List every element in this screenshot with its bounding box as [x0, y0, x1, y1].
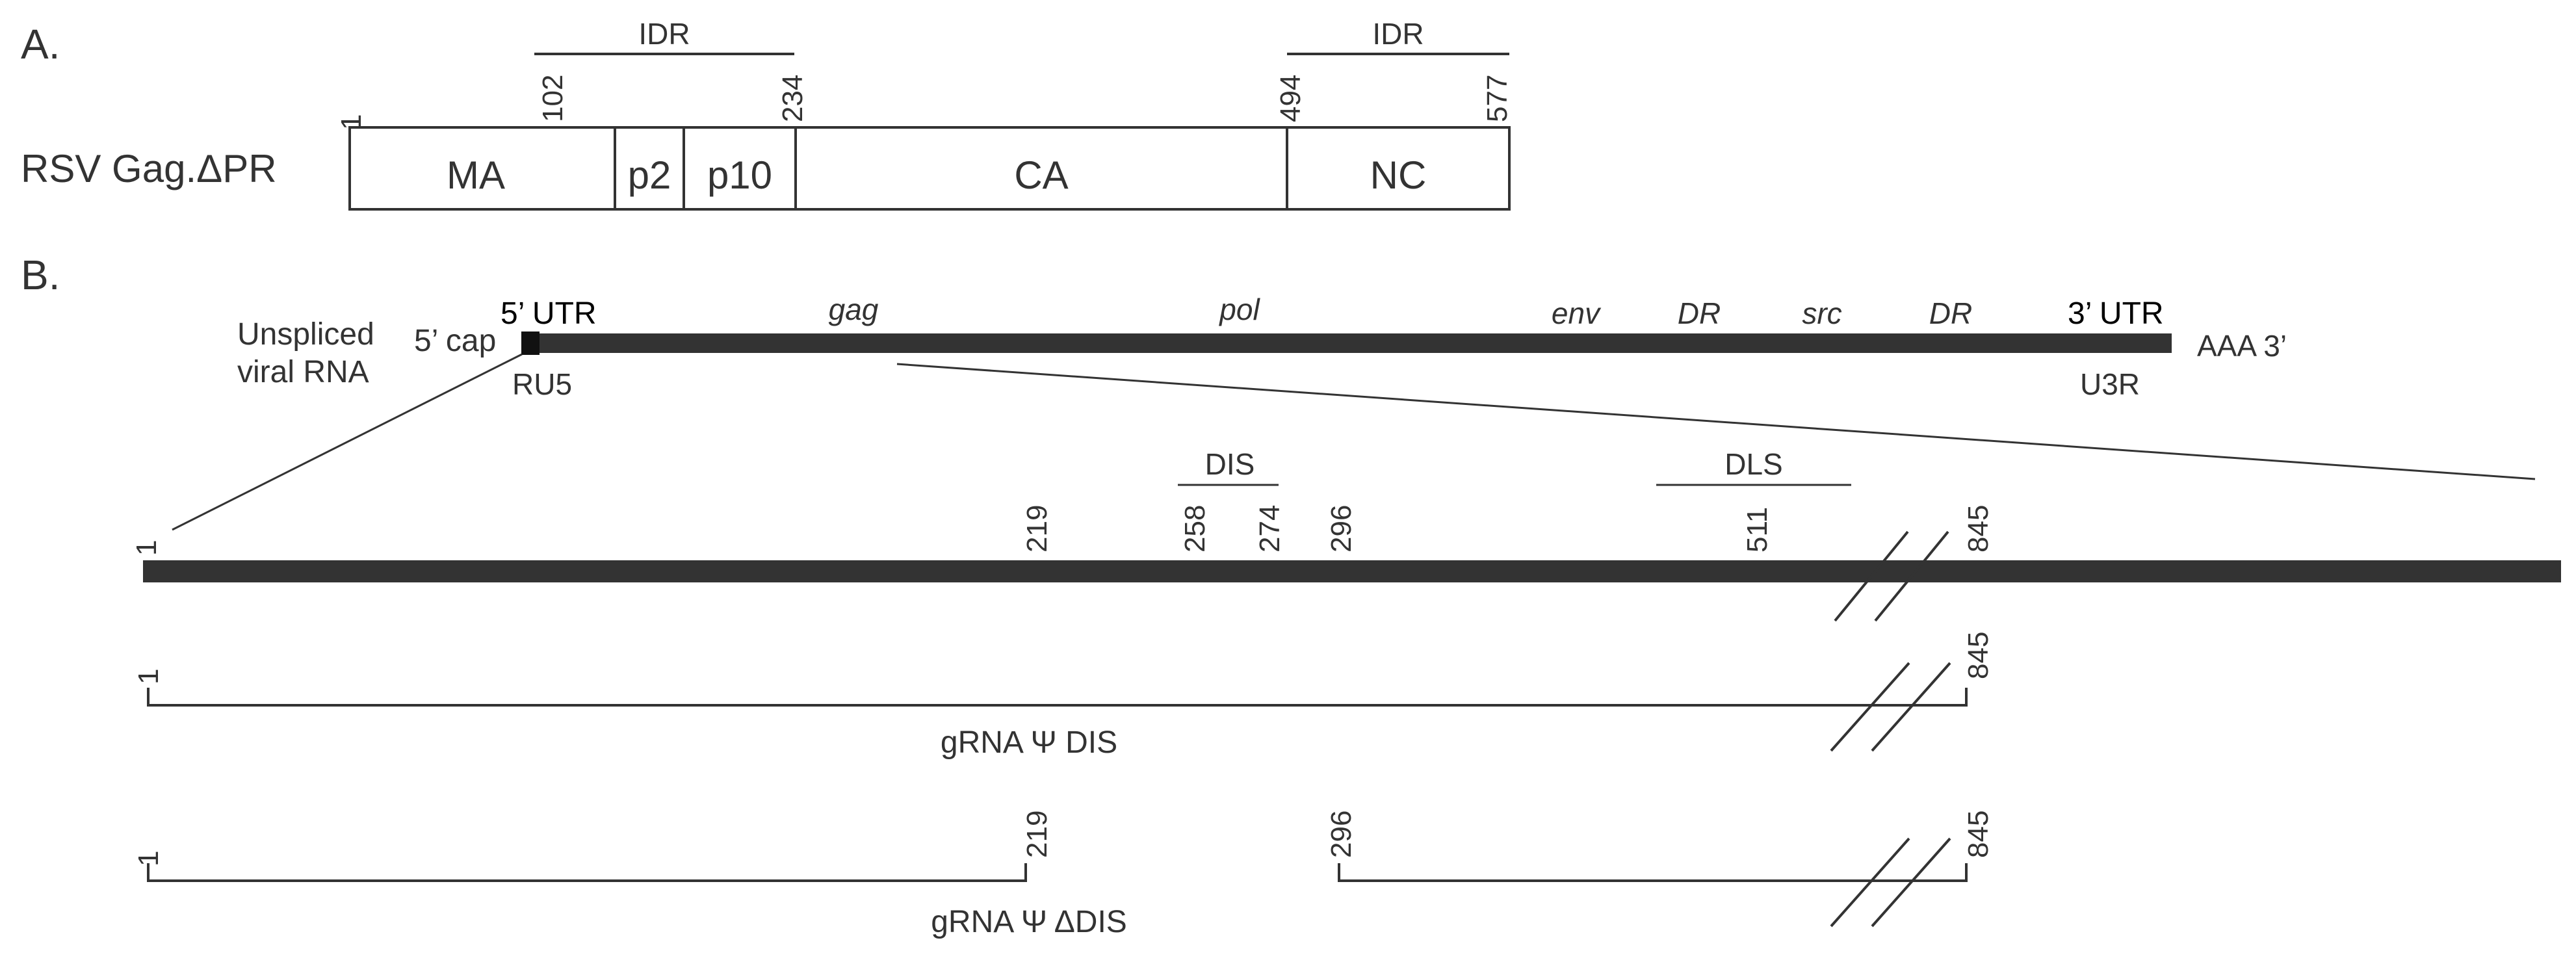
utr5-label: 5’ UTR: [501, 296, 597, 331]
c2-label: gRNA Ψ ΔDIS: [931, 905, 1127, 939]
domain-nc: NC: [1370, 153, 1427, 197]
u3r-label: U3R: [2080, 367, 2140, 401]
domain-ca: CA: [1014, 153, 1068, 197]
pos-b-219: 219: [1021, 505, 1053, 552]
pos-a-234: 234: [777, 75, 809, 122]
break-mark-top-1: [1834, 530, 1909, 622]
pos-b-845: 845: [1962, 505, 1994, 552]
domain-p2: p2: [628, 153, 671, 197]
c2-break-1: [1830, 837, 1910, 928]
gene-env: env: [1552, 296, 1602, 330]
unspliced-rna-bar: [521, 333, 2172, 353]
domain-map: [348, 126, 1511, 211]
pos-b-296: 296: [1325, 505, 1357, 552]
gene-dr-1: DR: [1678, 296, 1721, 330]
domain-ma: MA: [447, 153, 505, 197]
pos-a-102: 102: [537, 75, 569, 122]
rna-label-line2: viral RNA: [237, 355, 369, 389]
c1-pos-845: 845: [1962, 632, 1994, 679]
c1-break-1: [1830, 662, 1910, 752]
gene-dr-2: DR: [1929, 296, 1972, 330]
panel-b-label: B.: [21, 252, 60, 298]
utr5-zoom-bar: [143, 560, 2561, 582]
c1-pos-1: 1: [133, 669, 164, 684]
c2-break-2: [1871, 837, 1951, 928]
pos-b-1: 1: [131, 540, 163, 556]
c2-pos-219: 219: [1021, 811, 1053, 858]
pos-b-258: 258: [1179, 505, 1211, 552]
pos-b-511: 511: [1741, 507, 1773, 552]
c2-pos-296: 296: [1325, 811, 1357, 858]
pos-a-494: 494: [1275, 75, 1307, 122]
gene-gag: gag: [829, 292, 879, 326]
rna-5-end-block: [521, 332, 540, 355]
polya-label: AAA 3’: [2197, 329, 2287, 363]
c1-break-2: [1871, 662, 1951, 752]
rna-label-line1: Unspliced: [237, 317, 374, 352]
idr-label-1: IDR: [638, 17, 690, 51]
gene-pol: pol: [1218, 292, 1260, 326]
break-mark-top-2: [1874, 530, 1949, 622]
c1-label: gRNA Ψ DIS: [941, 725, 1117, 760]
construct-label: RSV Gag.ΔPR: [21, 147, 277, 190]
zoom-line-left: [172, 353, 523, 531]
gene-src: src: [1802, 296, 1841, 330]
zoom-line-right: [896, 363, 2536, 480]
domain-p10: p10: [707, 153, 772, 197]
domain-box-nc: [1286, 126, 1511, 211]
c2-pos-845: 845: [1962, 811, 1994, 858]
dls-label: DLS: [1724, 447, 1782, 481]
panel-a-label: A.: [21, 21, 60, 68]
cap-label: 5’ cap: [414, 324, 496, 358]
pos-b-274: 274: [1254, 505, 1286, 552]
pos-a-577: 577: [1481, 75, 1513, 122]
idr-label-2: IDR: [1372, 17, 1424, 51]
dis-label: DIS: [1205, 447, 1255, 481]
ru5-label: RU5: [512, 367, 572, 401]
utr3-label: 3’ UTR: [2068, 296, 2164, 331]
